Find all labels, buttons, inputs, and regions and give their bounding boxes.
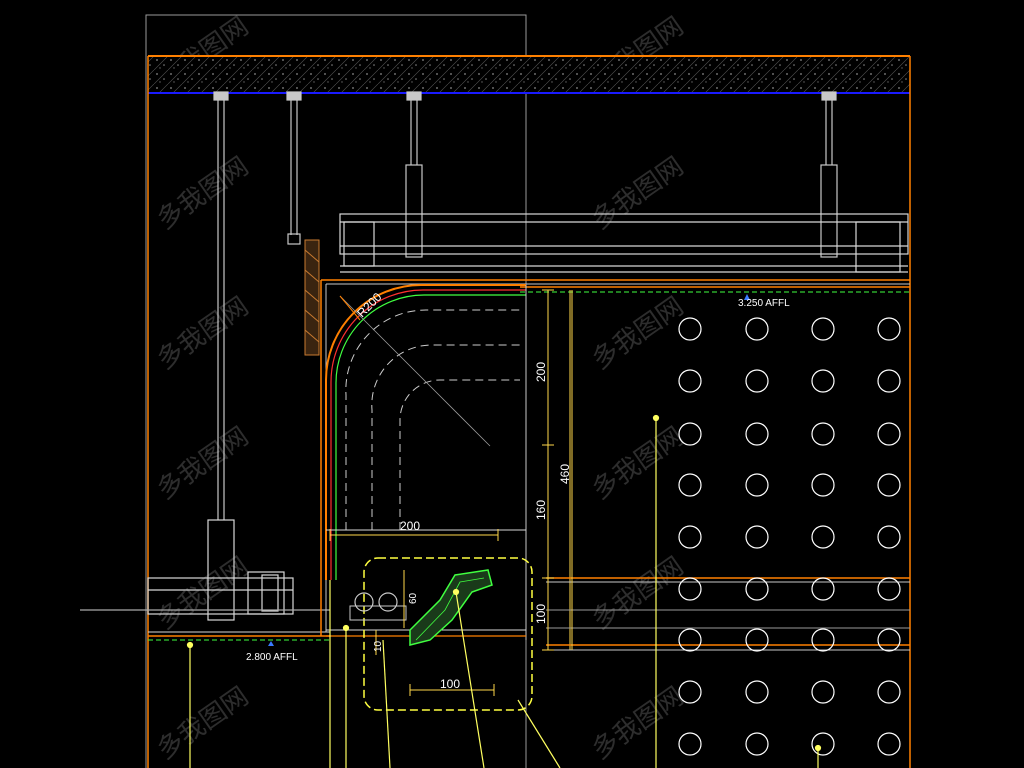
wood-batten (304, 239, 320, 356)
dim-100-vertical: 100 (534, 604, 548, 624)
watermark-text: 多我图网 (587, 291, 689, 375)
perforation-hole (811, 473, 835, 497)
perforation-hole (811, 422, 835, 446)
watermark-text: 多我图网 (152, 151, 254, 235)
perforation-hole (877, 369, 901, 393)
dimension-lines (329, 289, 573, 696)
perforation-hole (877, 525, 901, 549)
lower-carrier-bracket (80, 519, 330, 621)
perforation-hole (877, 680, 901, 704)
perforation-hole (678, 422, 702, 446)
perforation-hole (745, 317, 769, 341)
hanger-rods (213, 91, 838, 520)
detail-bubble (349, 557, 533, 711)
watermark-text: 多我图网 (587, 421, 689, 505)
watermark-text: 多我图网 (152, 421, 254, 505)
lower-ceiling-board (148, 631, 330, 646)
watermark-text: 多我图网 (587, 151, 689, 235)
dim-200-horizontal: 200 (400, 519, 420, 533)
dim-10-small: 10 (373, 640, 384, 652)
dim-160-vertical: 160 (534, 500, 548, 520)
perforation-hole (678, 732, 702, 756)
perforation-hole (745, 422, 769, 446)
perforation-hole (811, 680, 835, 704)
perforation-hole (811, 732, 835, 756)
perforation-hole (678, 369, 702, 393)
section-lines (326, 285, 910, 651)
level-marker-icon (268, 641, 274, 646)
perforation-hole (745, 369, 769, 393)
perforation-hole (745, 628, 769, 652)
concrete-slab (147, 55, 911, 768)
led-strip-icon (378, 592, 398, 612)
perforation-hole (811, 317, 835, 341)
watermark-text: 多我图网 (152, 291, 254, 375)
perforation-hole (877, 628, 901, 652)
level-marker-icon (744, 294, 750, 300)
perforation-hole (678, 577, 702, 601)
perforation-hole (811, 577, 835, 601)
dim-60-small: 60 (408, 592, 419, 604)
perforation-hole (811, 369, 835, 393)
perforated-panel (678, 317, 901, 756)
perforation-hole (745, 525, 769, 549)
led-strip-icon (354, 592, 374, 612)
perforation-hole (877, 317, 901, 341)
leader-lines (186, 414, 822, 768)
watermark-text: 多我图网 (152, 551, 254, 635)
perforation-hole (811, 628, 835, 652)
perforation-hole (678, 525, 702, 549)
perforation-hole (877, 732, 901, 756)
watermark-text: 多我图网 (587, 681, 689, 765)
perforation-hole (745, 577, 769, 601)
perforation-hole (877, 422, 901, 446)
main-channel (339, 213, 909, 273)
perforation-hole (745, 732, 769, 756)
cove-profile (409, 569, 493, 646)
watermark-text: 多我图网 (587, 551, 689, 635)
watermark-text: 多我图网 (152, 681, 254, 765)
dim-200-vertical: 200 (534, 362, 548, 382)
level-label-upper: 3.250 AFFL (738, 298, 790, 309)
dim-460-vertical: 460 (558, 464, 572, 484)
perforation-hole (678, 628, 702, 652)
perforation-hole (678, 680, 702, 704)
perforation-hole (678, 473, 702, 497)
perforation-hole (877, 473, 901, 497)
perforation-hole (745, 680, 769, 704)
perforation-hole (745, 473, 769, 497)
curved-cove-r200 (325, 284, 526, 580)
upper-ceiling-board (520, 286, 910, 300)
perforation-hole (811, 525, 835, 549)
perforation-hole (877, 577, 901, 601)
perforation-hole (678, 317, 702, 341)
level-label-lower: 2.800 AFFL (246, 652, 298, 663)
dim-100-horizontal: 100 (440, 677, 460, 691)
watermark-layer: 多我图网多我图网多我图网多我图网多我图网多我图网多我图网多我图网多我图网多我图网… (152, 11, 689, 765)
